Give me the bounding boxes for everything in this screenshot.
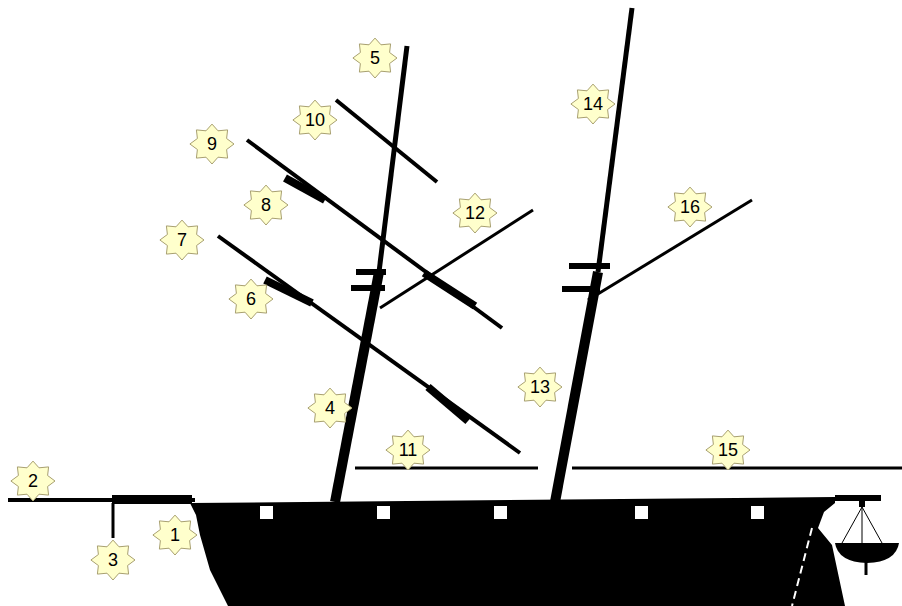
studding-boom: [285, 178, 325, 200]
callout-number: 3: [90, 539, 136, 581]
davit: [835, 495, 881, 501]
callout-number: 8: [243, 184, 289, 226]
fore-topsail-yard: [247, 140, 502, 328]
callout-number: 7: [159, 219, 205, 261]
callout-badge: 15: [705, 429, 751, 471]
main-boom: [572, 467, 902, 470]
callout-badge: 9: [189, 123, 235, 165]
callout-badge: 5: [352, 37, 398, 79]
boat-fall: [862, 507, 863, 543]
rudder-line: [792, 528, 812, 606]
davit-post: [859, 495, 865, 507]
callout-number: 16: [667, 186, 713, 228]
callout-number: 14: [570, 83, 616, 125]
callout-badge: 6: [228, 278, 274, 320]
maintop: [569, 263, 610, 269]
callout-badge: 12: [452, 192, 498, 234]
bowsprit: [112, 495, 192, 504]
callout-badge: 4: [307, 387, 353, 429]
foretop: [356, 269, 386, 275]
fore-gaff: [380, 210, 533, 308]
dolphin-striker: [112, 503, 115, 538]
boat-fall: [862, 507, 882, 543]
callout-badge: 10: [292, 99, 338, 141]
callout-number: 15: [705, 429, 751, 471]
callout-badge: 8: [243, 184, 289, 226]
callout-number: 9: [189, 123, 235, 165]
callout-badge: 16: [667, 186, 713, 228]
callout-badge: 1: [152, 514, 198, 556]
callout-number: 5: [352, 37, 398, 79]
callout-number: 1: [152, 514, 198, 556]
main-gaff: [588, 200, 752, 300]
studding-boom: [428, 387, 468, 421]
fore-topgallant-yard: [336, 100, 437, 182]
boat-keel: [865, 562, 868, 575]
hull: [190, 497, 845, 606]
boat: [835, 543, 899, 563]
callout-badge: 13: [517, 366, 563, 408]
callout-number: 13: [517, 366, 563, 408]
callout-number: 10: [292, 99, 338, 141]
callout-number: 11: [385, 429, 431, 471]
boat-fall: [842, 507, 862, 543]
callout-badge: 2: [10, 460, 56, 502]
portholes: [260, 506, 764, 519]
callout-badge: 14: [570, 83, 616, 125]
callout-badge: 3: [90, 539, 136, 581]
foretop: [351, 285, 385, 291]
callout-number: 4: [307, 387, 353, 429]
callout-number: 6: [228, 278, 274, 320]
fore-boom: [355, 467, 538, 470]
maintop: [562, 286, 600, 292]
callout-number: 2: [10, 460, 56, 502]
mainmast-upper: [598, 8, 632, 272]
fore-yard: [218, 236, 520, 453]
callout-badge: 7: [159, 219, 205, 261]
callout-number: 12: [452, 192, 498, 234]
callout-badge: 11: [385, 429, 431, 471]
studding-boom: [424, 273, 475, 306]
